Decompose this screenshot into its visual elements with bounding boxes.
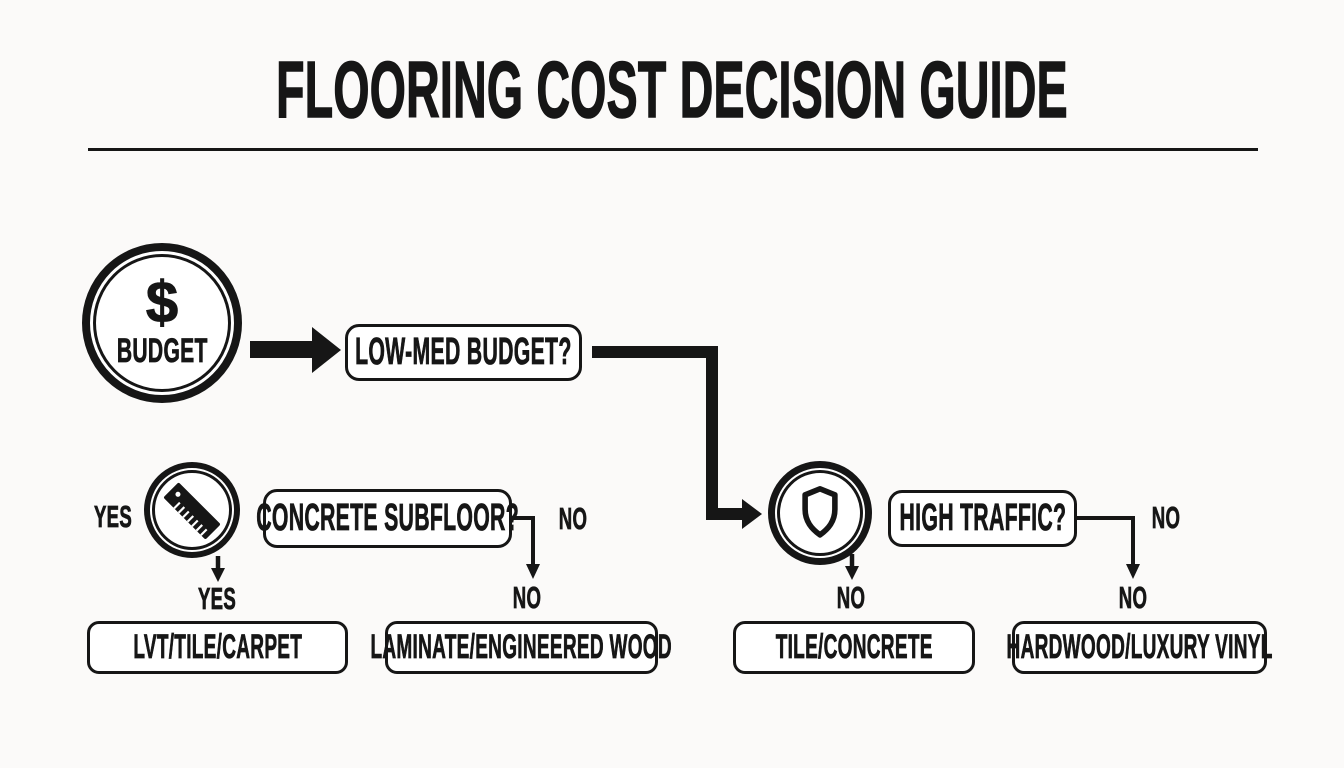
shield-node-inner-ring xyxy=(777,470,863,556)
question-box-concrete-subfloor: CONCRETE SUBFLOOR? xyxy=(256,489,519,548)
result-box-laminate-engineered-wood: LAMINATE/ENGINEERED WOOD xyxy=(371,621,672,674)
branch-label-no-traffic: NO xyxy=(1151,500,1181,536)
arrowhead-down xyxy=(526,564,540,579)
page-title: FLOORING COST DECISION GUIDE xyxy=(276,45,1068,134)
shield-node xyxy=(768,461,872,565)
branch-label-no-concrete: NO xyxy=(558,501,588,537)
result-box-tile-concrete: TILE/CONCRETE xyxy=(733,621,975,674)
branch-label-yes-lvt: YES xyxy=(197,581,237,617)
result-label: HARDWOOD/LUXURY VINYL xyxy=(1006,628,1273,667)
result-label: LAMINATE/ENGINEERED WOOD xyxy=(370,628,673,667)
question-box-high-traffic: HIGH TRAFFIC? xyxy=(888,490,1077,547)
arrowhead-down xyxy=(845,566,859,580)
title-underline xyxy=(88,148,1258,151)
result-box-lvt-tile-carpet: LVT/TILE/CARPET xyxy=(87,621,348,674)
ruler-node xyxy=(144,462,240,558)
question-box-low-med-budget: LOW-MED BUDGET? xyxy=(345,324,582,381)
result-label: TILE/CONCRETE xyxy=(775,628,933,667)
result-label: LVT/TILE/CARPET xyxy=(133,628,302,667)
ruler-node-inner-ring xyxy=(152,470,232,550)
arrowhead-down xyxy=(1126,564,1140,579)
branch-label-yes-left: YES xyxy=(93,499,133,535)
branch-label-no-hardwood: NO xyxy=(1118,580,1148,616)
result-box-hardwood-luxury-vinyl: HARDWOOD/LUXURY VINYL xyxy=(1006,621,1272,674)
budget-node: $ BUDGET xyxy=(82,243,242,403)
connector-q1-to-shield xyxy=(592,346,762,529)
connector-q3-no-branch xyxy=(1077,516,1135,566)
arrowhead-right xyxy=(742,499,762,529)
budget-node-inner-ring: $ BUDGET xyxy=(93,254,231,392)
branch-label-no-tile: NO xyxy=(836,580,866,616)
arrowhead-right xyxy=(312,327,341,373)
shield-icon xyxy=(802,486,838,538)
branch-label-no-laminate: NO xyxy=(512,580,542,616)
connector-budget-to-q1 xyxy=(250,327,341,373)
question-label: CONCRETE SUBFLOOR? xyxy=(256,497,519,540)
ruler-icon xyxy=(164,482,220,539)
arrowhead-down xyxy=(211,568,225,582)
question-label: HIGH TRAFFIC? xyxy=(899,497,1066,540)
budget-node-label: BUDGET xyxy=(116,331,208,370)
dollar-icon: $ xyxy=(145,270,179,336)
question-label: LOW-MED BUDGET? xyxy=(355,331,572,374)
